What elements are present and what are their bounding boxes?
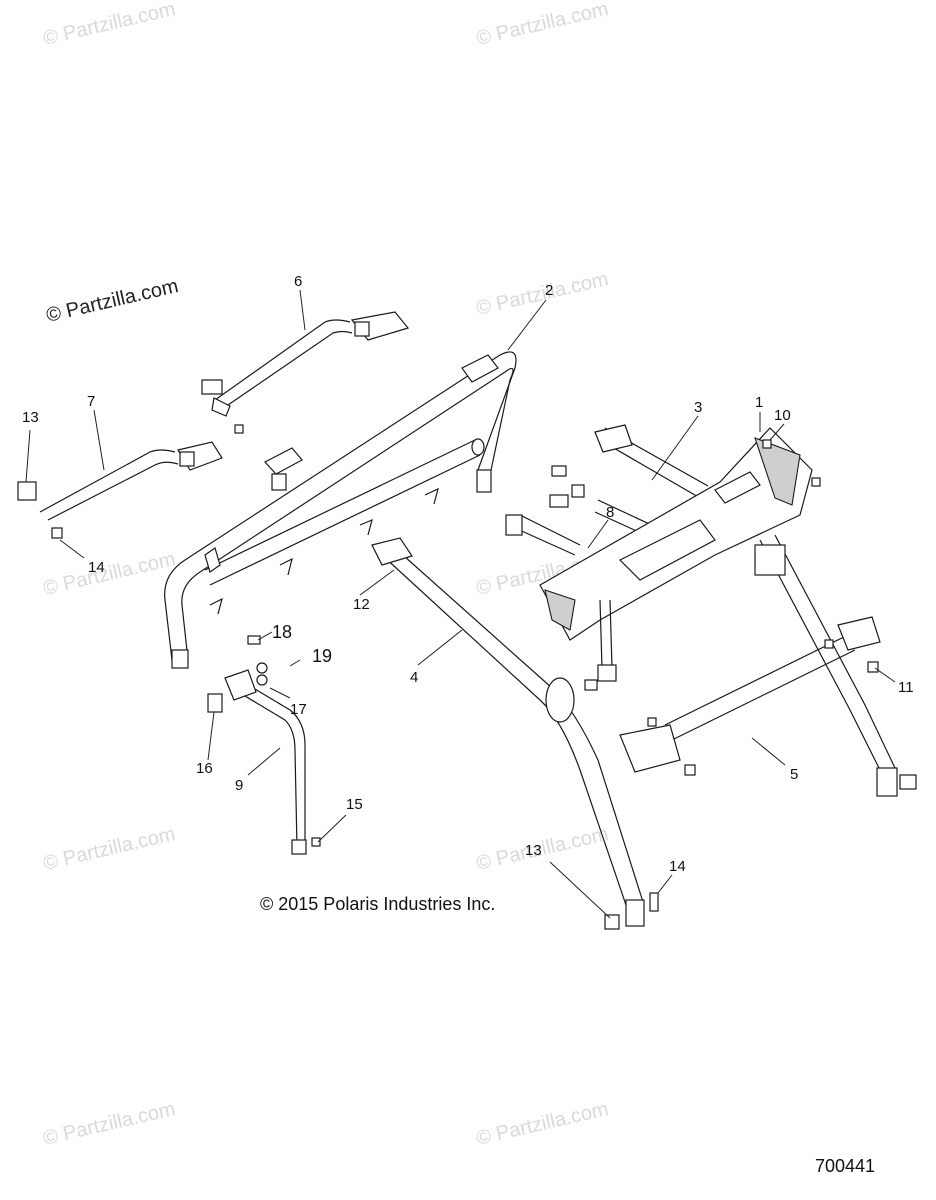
callout-8: 8 — [606, 504, 614, 521]
part-1-rear-panel — [539, 427, 821, 641]
callout-15: 15 — [346, 796, 363, 813]
callout-11: 11 — [898, 679, 914, 696]
watermark-layer: © Partzilla.com © Partzilla.com © Partzi… — [41, 0, 610, 1150]
part-4-diagonal-bar — [371, 537, 659, 930]
watermark: © Partzilla.com — [474, 1098, 610, 1150]
callouts: 1 2 3 4 5 6 7 8 9 10 11 12 13 13 14 14 1… — [22, 273, 914, 875]
part-6-upper-bar — [201, 311, 410, 434]
callout-18: 18 — [272, 622, 292, 642]
watermark: © Partzilla.com — [474, 0, 610, 50]
callout-19: 19 — [312, 646, 332, 666]
part-2-front-cage — [164, 351, 517, 669]
callout-7: 7 — [87, 393, 95, 410]
callout-13: 13 — [525, 842, 542, 859]
callout-14: 14 — [669, 858, 686, 875]
watermark: © Partzilla.com — [41, 1098, 177, 1150]
watermark: © Partzilla.com — [41, 823, 177, 875]
watermark-dark: © Partzilla.com — [44, 275, 180, 327]
leader-lines — [25, 289, 896, 919]
callout-12: 12 — [353, 596, 370, 613]
callout-10: 10 — [774, 407, 791, 424]
part-8-strut — [505, 465, 617, 691]
part-9-bracket — [207, 635, 321, 855]
callout-3: 3 — [694, 399, 702, 416]
callout-13: 13 — [22, 409, 39, 426]
callout-4: 4 — [410, 669, 418, 686]
document-number: 700441 — [815, 1156, 875, 1176]
callout-9: 9 — [235, 777, 243, 794]
callout-5: 5 — [790, 766, 798, 783]
watermark: © Partzilla.com — [41, 0, 177, 50]
watermark: © Partzilla.com — [41, 548, 177, 600]
part-5-lower-bar — [619, 534, 917, 797]
part-7-left-bar — [17, 441, 223, 539]
callout-1: 1 — [755, 394, 763, 411]
watermark: © Partzilla.com — [474, 268, 610, 320]
watermark: © Partzilla.com — [474, 823, 610, 875]
callout-17: 17 — [290, 701, 307, 718]
callout-2: 2 — [545, 282, 553, 299]
callout-14: 14 — [88, 559, 105, 576]
callout-6: 6 — [294, 273, 302, 290]
callout-16: 16 — [196, 760, 213, 777]
copyright-notice: © 2015 Polaris Industries Inc. — [260, 894, 495, 914]
